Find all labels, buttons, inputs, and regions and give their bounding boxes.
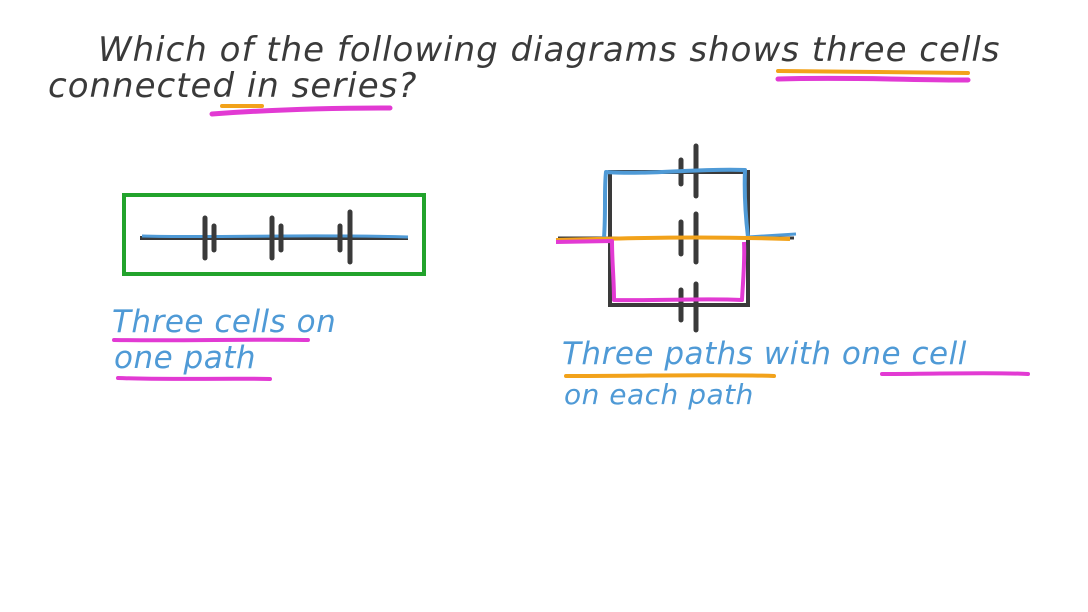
underline-three-cells-pink [775,75,971,83]
series-circuit-diagram [122,193,426,276]
question-line-2: connected in series? [48,66,418,106]
underline-in-series-pink [209,105,393,117]
question-line-1: Which of the following diagrams shows th… [98,30,1001,70]
cell-symbol [202,215,217,261]
underline-one-path-caption [116,376,272,381]
middle-path-highlight [555,235,791,242]
left-caption-line-2: one path [114,340,257,376]
underline-three-paths-caption [564,373,776,378]
bottom-path-highlight [555,239,747,303]
right-caption-line-2: on each path [564,378,754,411]
series-path-highlight [141,234,409,239]
underline-three-cells-caption [112,337,310,343]
cell-symbol [678,281,699,333]
parallel-circuit-diagram [555,143,797,333]
underline-three-cells-orange [776,69,970,75]
cell-symbol [269,215,284,261]
top-path-highlight [602,167,750,239]
underline-one-cell-caption [880,371,1030,376]
right-caption-line-1: Three paths with one cell [562,336,967,372]
green-highlight-box [122,193,426,276]
left-caption-line-1: Three cells on [112,304,337,340]
cell-symbol [337,209,353,265]
